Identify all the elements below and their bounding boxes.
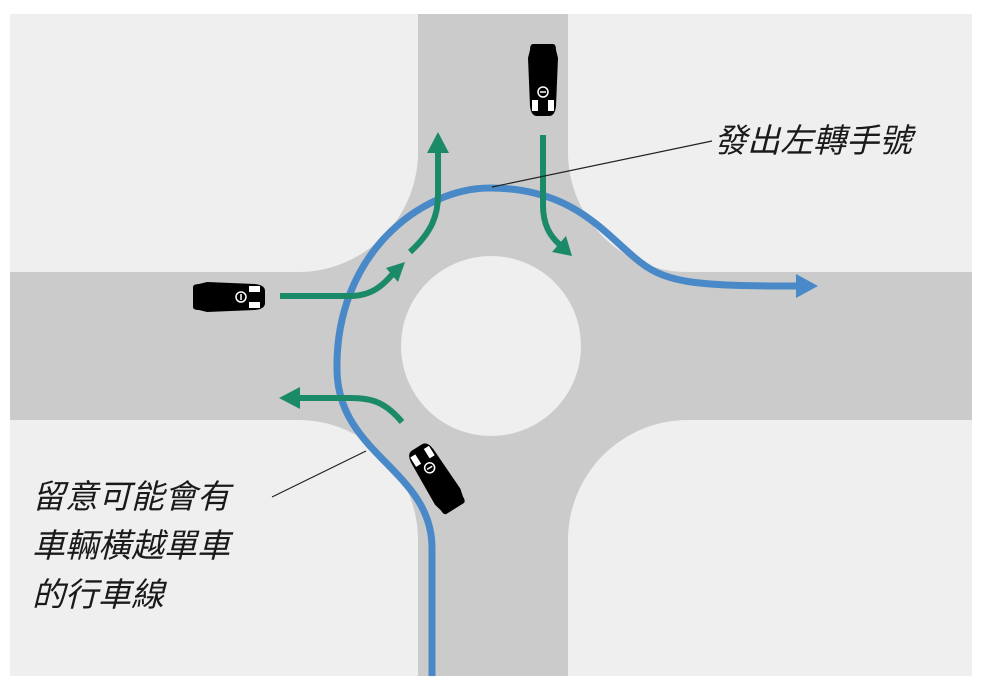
- warning-label-line-2: 車輛橫越單車: [32, 526, 230, 565]
- arrow-icon: [279, 387, 300, 409]
- warning-label-line-3: 的行車線: [32, 575, 164, 614]
- corner-sw: [10, 420, 418, 676]
- leader-line: [491, 140, 713, 188]
- car-icon: [192, 281, 266, 313]
- left-turn-signal-label: 發出左轉手號: [714, 121, 912, 160]
- central-island: [401, 256, 581, 436]
- path-north-entry: [540, 135, 563, 248]
- arrow-icon: [552, 236, 572, 256]
- path-straight-north: [407, 150, 441, 255]
- arrow-icon: [386, 262, 405, 282]
- corner-ne: [568, 14, 972, 272]
- car-icon: [527, 43, 559, 117]
- arrow-icon: [796, 274, 818, 298]
- corner-se: [568, 420, 972, 676]
- leader-line: [271, 450, 367, 498]
- cyclist-path: [333, 184, 801, 676]
- path-west-exit: [298, 395, 405, 424]
- arrow-icon: [427, 132, 449, 153]
- warning-label-line-1: 留意可能會有: [32, 477, 230, 516]
- corner-nw: [10, 14, 418, 272]
